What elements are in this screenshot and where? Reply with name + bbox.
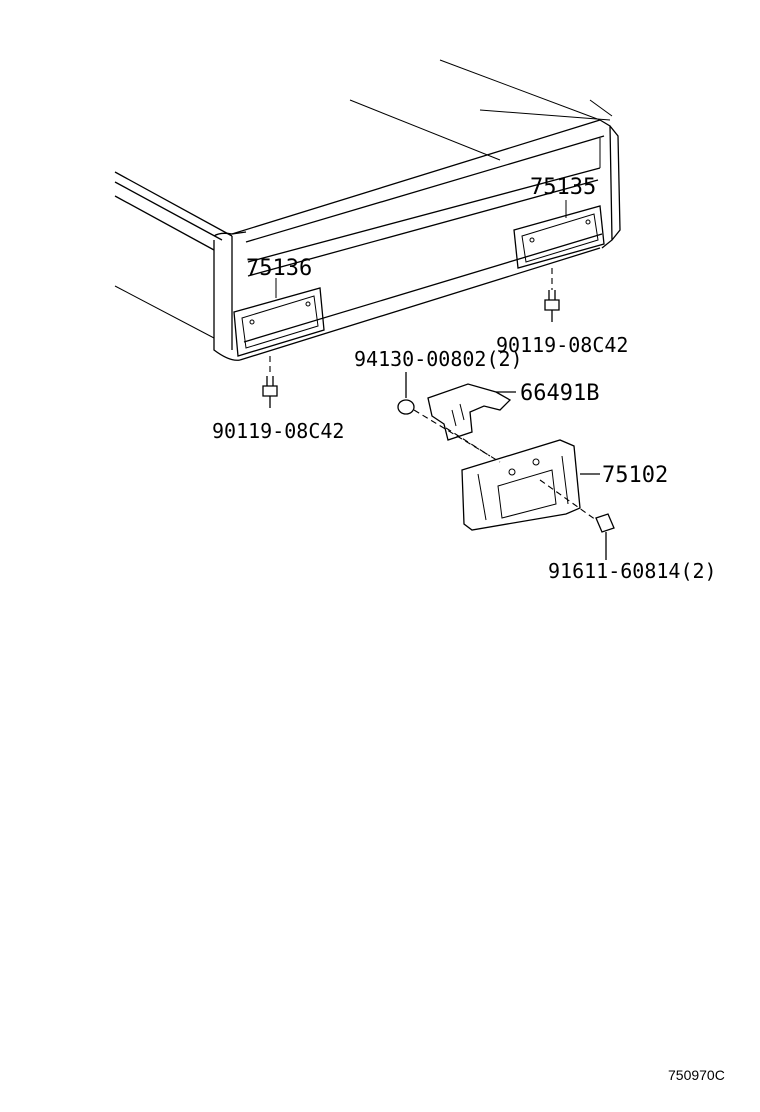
label-bolt-right: 90119-08C42	[496, 333, 628, 357]
label-75136: 75136	[246, 256, 312, 281]
bracket-66491b	[427, 383, 516, 441]
label-screw: 91611-60814(2)	[548, 559, 717, 583]
bolt-right-icon	[544, 290, 560, 322]
bolt-left-icon	[262, 376, 278, 408]
label-75102: 75102	[602, 463, 668, 488]
label-nut: 94130-00802(2)	[354, 347, 523, 371]
license-plate-recess-right	[513, 205, 605, 269]
license-plate-recess-left	[233, 287, 325, 357]
nut-icon	[397, 372, 415, 415]
bumper-body	[114, 59, 621, 361]
plate-bracket-75102	[461, 439, 600, 531]
label-bolt-left: 90119-08C42	[212, 419, 344, 443]
screw-icon	[595, 513, 615, 560]
label-66491b: 66491B	[520, 381, 599, 406]
drawing-code: 750970C	[668, 1067, 725, 1083]
label-75135: 75135	[530, 175, 596, 200]
